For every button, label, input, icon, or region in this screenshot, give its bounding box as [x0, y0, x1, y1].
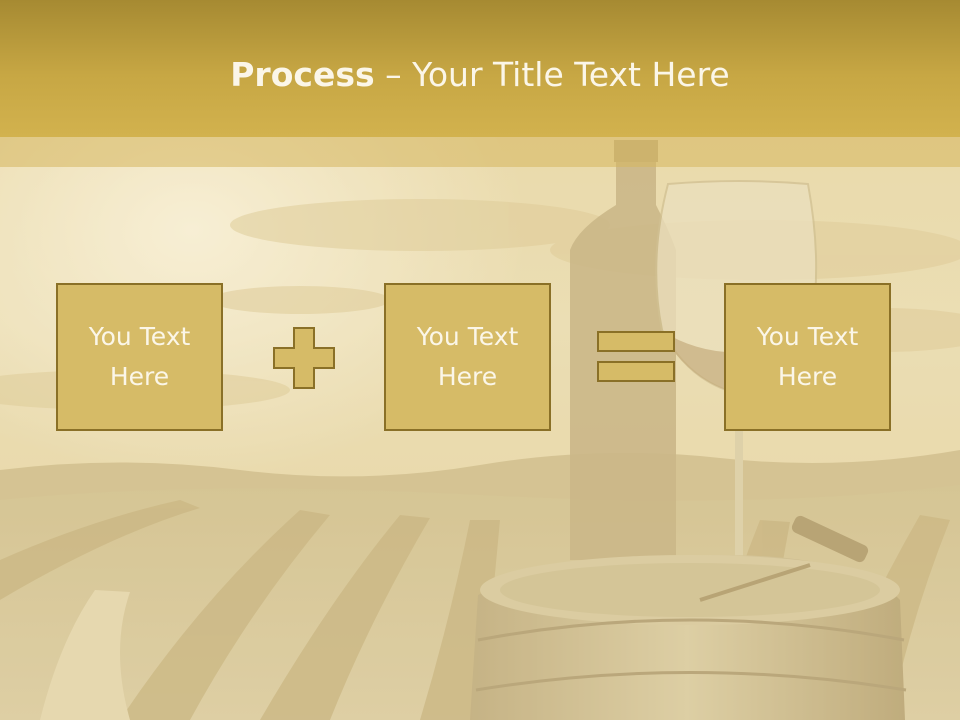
slide-title[interactable]: Process – Your Title Text Here — [0, 52, 960, 98]
box-3-line-1: You Text — [756, 322, 859, 351]
box-1-line-2: Here — [109, 362, 170, 391]
equals-icon — [597, 331, 675, 382]
box-2-line-2: Here — [437, 362, 498, 391]
box-1-line-1: You Text — [88, 322, 191, 351]
box-2-line-1: You Text — [416, 322, 519, 351]
box-2-text: You Text Here — [398, 317, 538, 397]
process-box-3[interactable]: You Text Here — [724, 283, 891, 431]
plus-icon — [273, 327, 335, 389]
title-bar — [0, 0, 960, 137]
title-rest: – Your Title Text Here — [374, 55, 730, 94]
box-3-text: You Text Here — [738, 317, 878, 397]
process-box-2[interactable]: You Text Here — [384, 283, 551, 431]
title-strip — [0, 137, 960, 167]
title-bold: Process — [230, 55, 375, 94]
process-box-1[interactable]: You Text Here — [56, 283, 223, 431]
box-3-line-2: Here — [777, 362, 838, 391]
box-1-text: You Text Here — [70, 317, 210, 397]
